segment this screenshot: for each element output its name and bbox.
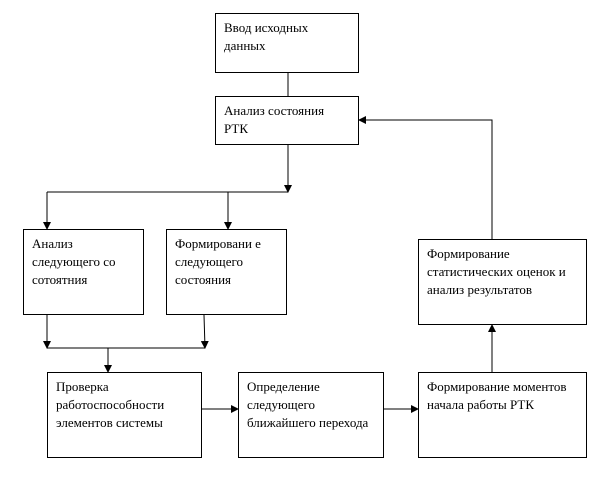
node-statistics: Формирование статистических оценок и ана… [418,239,587,325]
node-analysis-rtk-label: Анализ состояния РТК [224,103,325,136]
node-system-check: Проверка работоспособности элементов сис… [47,372,202,458]
connector-forming-next-down [200,314,209,349]
node-start-moments: Формирование моментов начала работы РТК [418,372,587,458]
node-input-data: Ввод исходных данных [215,13,359,73]
node-forming-next-state: Формировани е следующего состояния [166,229,287,315]
node-system-check-label: Проверка работоспособности элементов сис… [56,379,165,430]
node-next-transition: Определение следующего ближайшего перехо… [238,372,384,458]
node-analysis-rtk: Анализ состояния РТК [215,96,359,145]
node-next-transition-label: Определение следующего ближайшего перехо… [247,379,369,430]
node-start-moments-label: Формирование моментов начала работы РТК [427,379,567,412]
connector-statistics-to-analysis [358,116,493,239]
node-forming-next-state-label: Формировани е следующего состояния [175,236,261,287]
node-input-data-label: Ввод исходных данных [224,20,309,53]
node-analysis-next-state-label: Анализ следующего со сотоятния [32,236,116,287]
node-statistics-label: Формирование статистических оценок и ана… [427,246,566,297]
node-analysis-next-state: Анализ следующего со сотоятния [23,229,144,315]
